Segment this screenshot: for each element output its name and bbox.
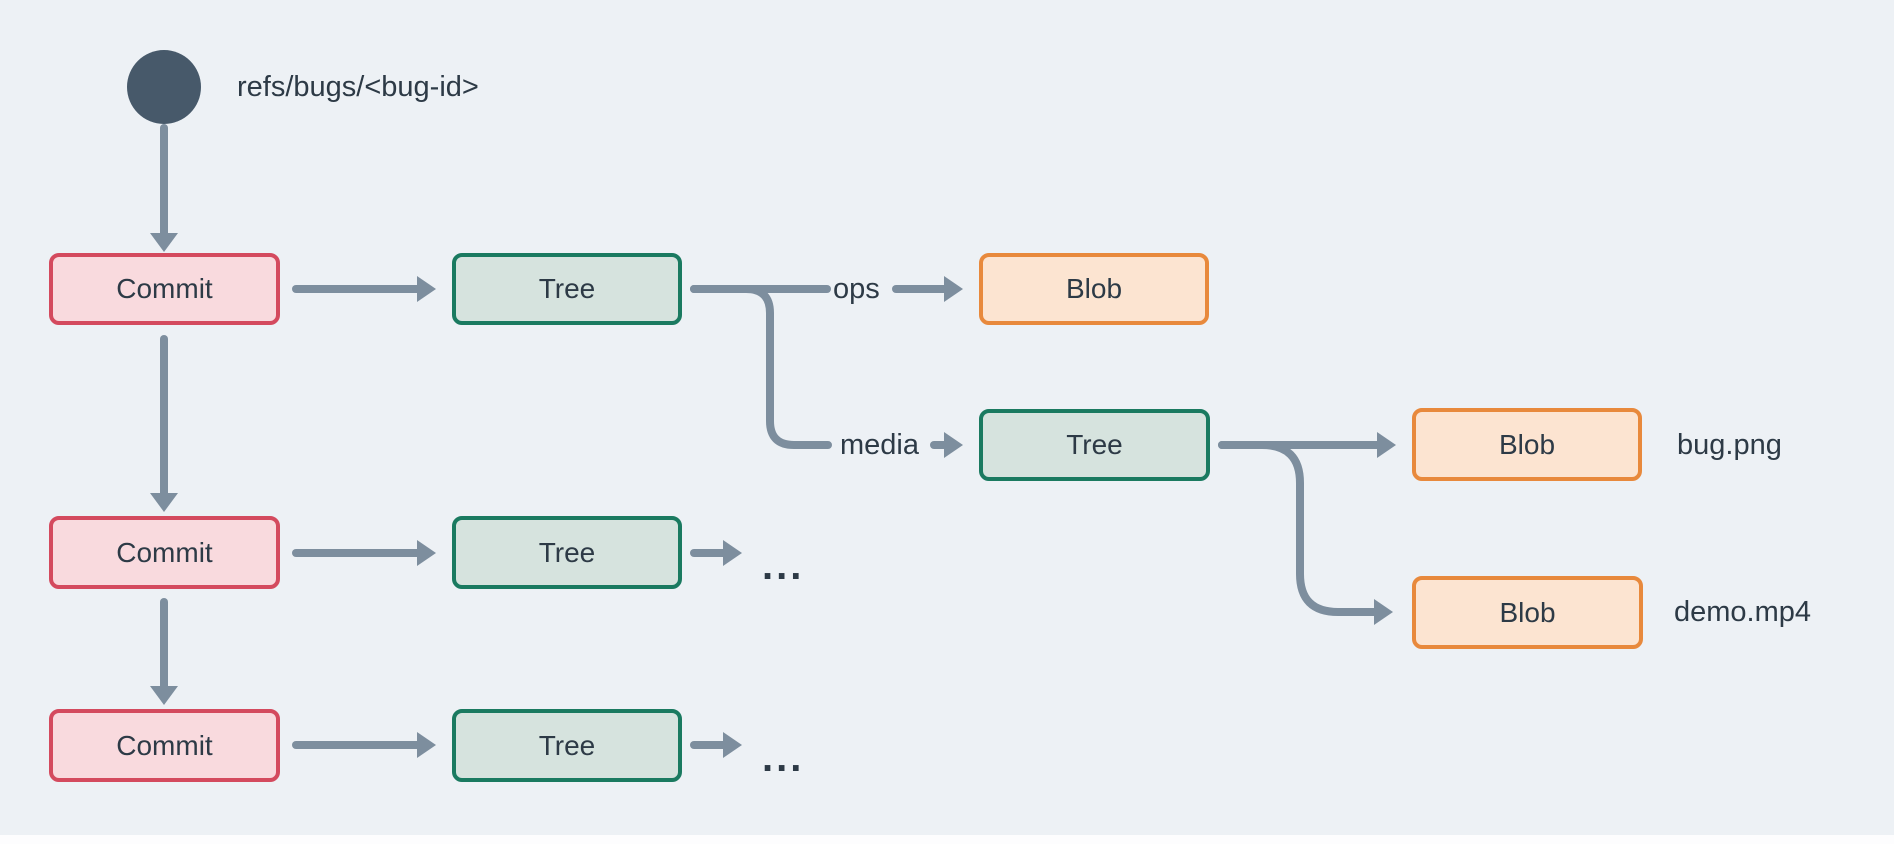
arrowhead-tree2-to-more [723,540,742,566]
file-label-bug: bug.png [1677,429,1782,461]
tree-box-media: Tree [979,409,1210,481]
tree-box-row3: Tree [452,709,682,782]
arrowhead-commit2-to-tree2 [417,540,436,566]
blob-box-demo: Blob [1412,576,1643,649]
commit-box-1: Commit [49,253,280,325]
commit-box-3: Commit [49,709,280,782]
blob-box-bug: Blob [1412,408,1642,481]
commit-box-2: Commit [49,516,280,589]
tree-box-row1: Tree [452,253,682,325]
arrowhead-treemedia-to-blob-demo [1374,599,1393,625]
arrowhead-ref-to-commit1 [150,233,178,252]
arrowhead-commit1-to-commit2 [150,493,178,512]
arrowhead-media-to-tree [944,432,963,458]
bottom-strip [0,835,1894,844]
ref-node-circle [127,50,201,124]
edge-label-media: media [840,429,919,461]
arrowhead-commit3-to-tree3 [417,732,436,758]
ellipsis-row3: ... [762,736,805,780]
edge-label-ops: ops [833,273,880,305]
arrowhead-tree3-to-more [723,732,742,758]
ref-label: refs/bugs/<bug-id> [237,71,479,103]
file-label-demo: demo.mp4 [1674,596,1812,628]
arrowhead-ops-to-blob [944,276,963,302]
ellipsis-row2: ... [762,544,805,588]
edge-treemedia-to-blob-demo [1218,441,1378,616]
arrowhead-commit1-to-tree1 [417,276,436,302]
tree-box-row2: Tree [452,516,682,589]
arrowhead-treemedia-to-blob-bug [1377,432,1396,458]
edge-tree1-to-media-label [690,285,832,449]
arrowhead-commit2-to-commit3 [150,686,178,705]
blob-box-ops: Blob [979,253,1209,325]
